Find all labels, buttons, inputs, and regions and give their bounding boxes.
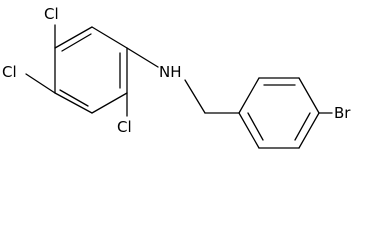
ring1-double-bond-3 [61, 33, 92, 52]
ring1-bond-3 [91, 92, 128, 114]
ring1-double-bond-2 [59, 89, 89, 107]
chlorine-label-bottom: Cl [117, 118, 132, 136]
trichlorophenyl-ring [54, 26, 128, 114]
bromophenyl-ring [238, 77, 320, 149]
bond-to-cl-left [25, 73, 56, 94]
bond-nh-to-ch2 [184, 79, 206, 114]
nh-label: NH [159, 63, 182, 81]
chlorine-label-left: Cl [2, 63, 17, 81]
bond-ring-to-nh [126, 47, 159, 68]
ring1-bond-6 [54, 26, 93, 49]
bromine-label: Br [334, 104, 351, 122]
chemical-structure: Cl Cl Cl NH Br [2, 5, 351, 149]
ring2-double-bond-3 [247, 112, 264, 141]
ring1-bond-4 [54, 92, 93, 114]
ring1-bond-1 [91, 26, 128, 49]
ring2-bond-1 [238, 77, 260, 114]
ring2-double-bond-2 [294, 112, 311, 141]
chlorine-label-top: Cl [44, 5, 59, 23]
ring2-bond-3 [298, 77, 320, 114]
ring2-bond-4 [298, 112, 320, 149]
ring2-bond-6 [238, 112, 260, 149]
